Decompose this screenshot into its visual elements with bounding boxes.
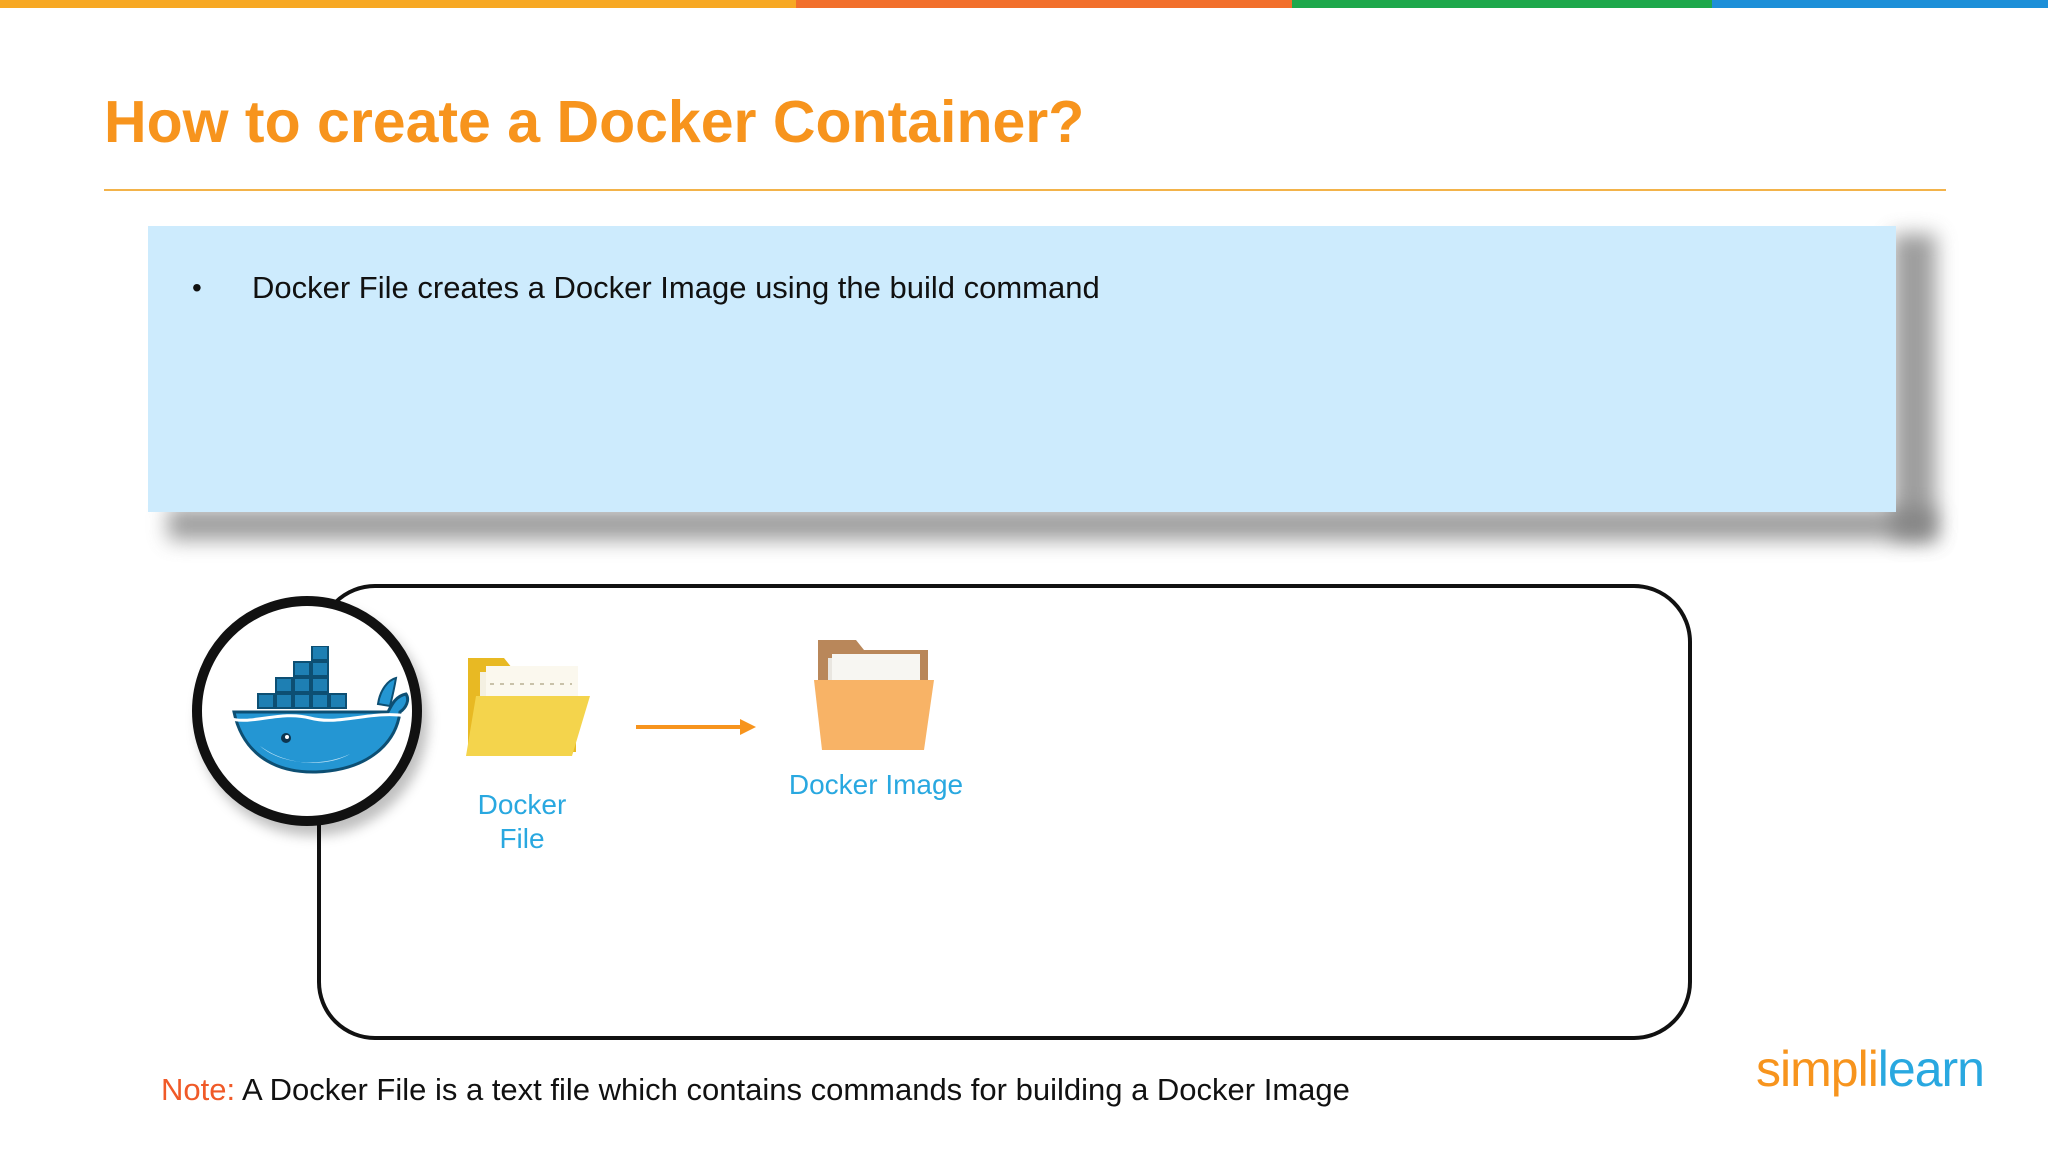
top-color-bar: [0, 0, 2048, 8]
docker-file-label-line2: File: [499, 823, 545, 854]
top-bar-segment-orange: [0, 0, 796, 8]
top-bar-segment-green: [1292, 0, 1712, 8]
docker-logo-badge: [192, 596, 422, 826]
docker-file-label: Docker File: [466, 788, 578, 856]
bullet-box-shadow-bottom: [168, 508, 1936, 540]
footnote-key: Note:: [161, 1072, 236, 1107]
slide-title: How to create a Docker Container?: [104, 89, 1085, 155]
brand-part-simpl: simpl: [1756, 1041, 1869, 1097]
bullet-text: Docker File creates a Docker Image using…: [252, 270, 1100, 305]
brand-separator: i: [1867, 1041, 1879, 1097]
simplilearn-logo: simplilearn: [1756, 1040, 1985, 1098]
title-divider: [104, 189, 1946, 191]
footnote-text: A Docker File is a text file which conta…: [235, 1072, 1350, 1107]
top-bar-segment-red: [796, 0, 1292, 8]
top-bar-segment-blue: [1712, 0, 2048, 8]
bullet-marker: •: [192, 272, 202, 303]
docker-file-label-line1: Docker: [477, 789, 567, 820]
orange-arrow-icon: [636, 719, 756, 735]
footnote: Note: A Docker File is a text file which…: [161, 1072, 1350, 1108]
yellow-folder-icon: [466, 658, 590, 756]
brand-part-learn: learn: [1877, 1041, 1985, 1097]
orange-folder-icon: [814, 640, 934, 750]
bullet-box: • Docker File creates a Docker Image usi…: [148, 226, 1896, 512]
bullet-item: • Docker File creates a Docker Image usi…: [192, 270, 1100, 306]
docker-whale-icon: [227, 646, 410, 774]
bullet-box-shadow-right: [1892, 234, 1936, 540]
diagram-frame: [317, 584, 1692, 1040]
docker-image-label: Docker Image: [788, 769, 964, 800]
